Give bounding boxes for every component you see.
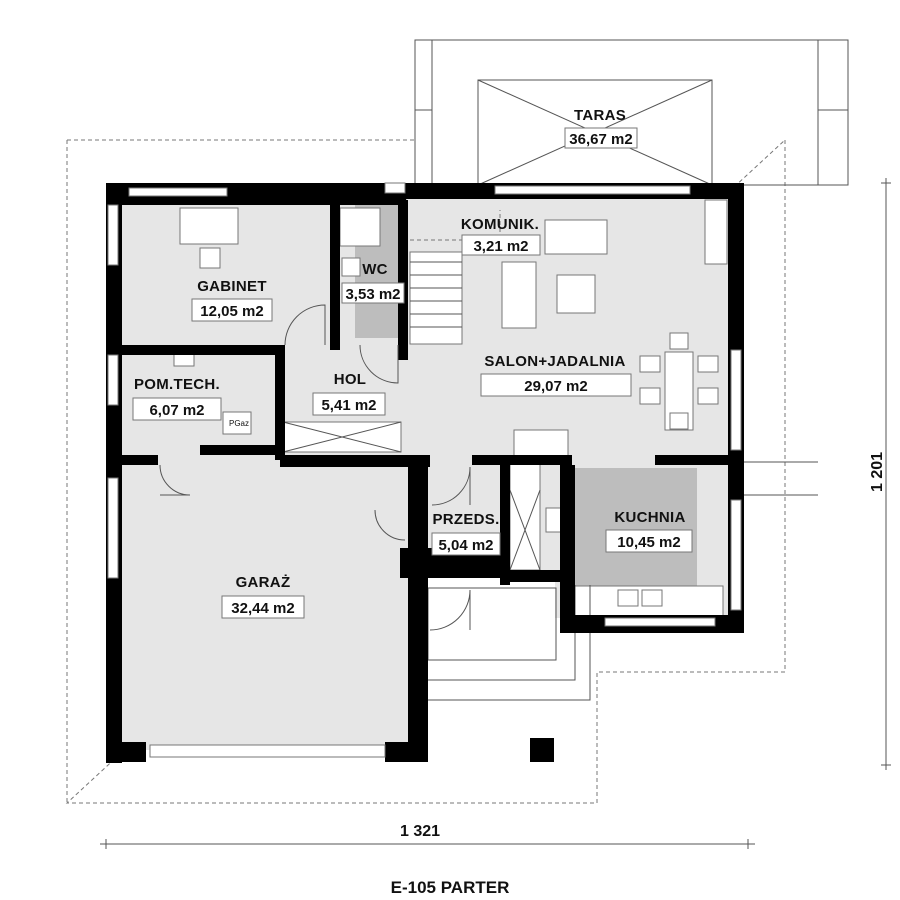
room-area-garaz: 32,44 m2 bbox=[231, 600, 294, 617]
dimension-lines: 1 321 1 201 bbox=[100, 178, 891, 849]
doors bbox=[159, 304, 471, 631]
room-name-gabinet: GABINET bbox=[197, 278, 267, 295]
room-name-hol: HOL bbox=[334, 371, 367, 388]
room-name-komunik: KOMUNIK. bbox=[461, 216, 539, 233]
room-area-salon: 29,07 m2 bbox=[524, 378, 587, 395]
room-area-pomtech: 6,07 m2 bbox=[149, 402, 204, 419]
plan-caption: E-105 PARTER bbox=[391, 878, 510, 897]
room-name-kuchnia: KUCHNIA bbox=[614, 509, 685, 526]
dimension-width: 1 321 bbox=[400, 823, 440, 840]
room-area-hol: 5,41 m2 bbox=[321, 397, 376, 414]
room-name-przeds: PRZEDS. bbox=[432, 511, 499, 528]
room-name-salon: SALON+JADALNIA bbox=[484, 353, 625, 370]
room-name-garaz: GARAŻ bbox=[236, 574, 291, 591]
pgaz-label: PGaz bbox=[229, 419, 249, 428]
room-area-kuchnia: 10,45 m2 bbox=[617, 534, 680, 551]
room-name-taras: TARAS bbox=[574, 107, 626, 124]
stairs bbox=[409, 210, 501, 345]
room-name-wc: WC bbox=[362, 261, 388, 278]
dimension-height: 1 201 bbox=[869, 452, 886, 492]
room-area-przeds: 5,04 m2 bbox=[438, 537, 493, 554]
windows bbox=[107, 182, 818, 758]
room-area-komunik: 3,21 m2 bbox=[473, 238, 528, 255]
room-labels: TARAS 36,67 m2 KOMUNIK. 3,21 m2 WC 3,53 … bbox=[132, 107, 693, 619]
room-name-pomtech: POM.TECH. bbox=[134, 376, 220, 393]
room-area-gabinet: 12,05 m2 bbox=[200, 303, 263, 320]
room-area-wc: 3,53 m2 bbox=[345, 286, 400, 303]
furniture: PGaz bbox=[173, 199, 728, 617]
room-area-taras: 36,67 m2 bbox=[569, 131, 632, 148]
terrace bbox=[414, 39, 849, 186]
